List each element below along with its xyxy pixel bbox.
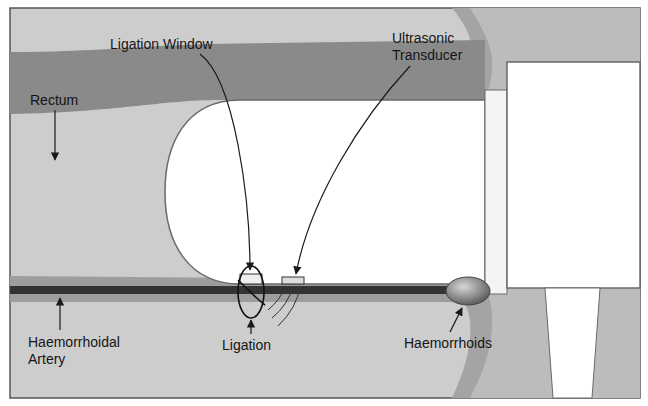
part-label: Ligation Window bbox=[110, 36, 240, 53]
proctoscope-collar bbox=[485, 90, 507, 294]
proctoscope-handle bbox=[507, 62, 640, 288]
part-label: Ultrasonic Transducer bbox=[392, 30, 492, 64]
anal-tissue bbox=[470, 8, 640, 398]
part-label: Ligation bbox=[222, 337, 312, 354]
handle-grip bbox=[545, 288, 600, 398]
proctoscope bbox=[165, 100, 485, 284]
haemorrhoid bbox=[446, 277, 490, 305]
haemorrhoidal-artery bbox=[10, 286, 460, 294]
part-label: Rectum bbox=[30, 92, 120, 109]
ligation-suture bbox=[238, 266, 265, 318]
part-label: Haemorrhoids bbox=[404, 335, 524, 352]
frame bbox=[10, 8, 640, 398]
ligation-window bbox=[240, 274, 262, 284]
ultrasonic-transducer bbox=[282, 277, 304, 284]
part-label: Haemorrhoidal Artery bbox=[28, 334, 140, 368]
ultrasound-waves bbox=[268, 286, 300, 326]
leader-lines bbox=[55, 54, 462, 334]
